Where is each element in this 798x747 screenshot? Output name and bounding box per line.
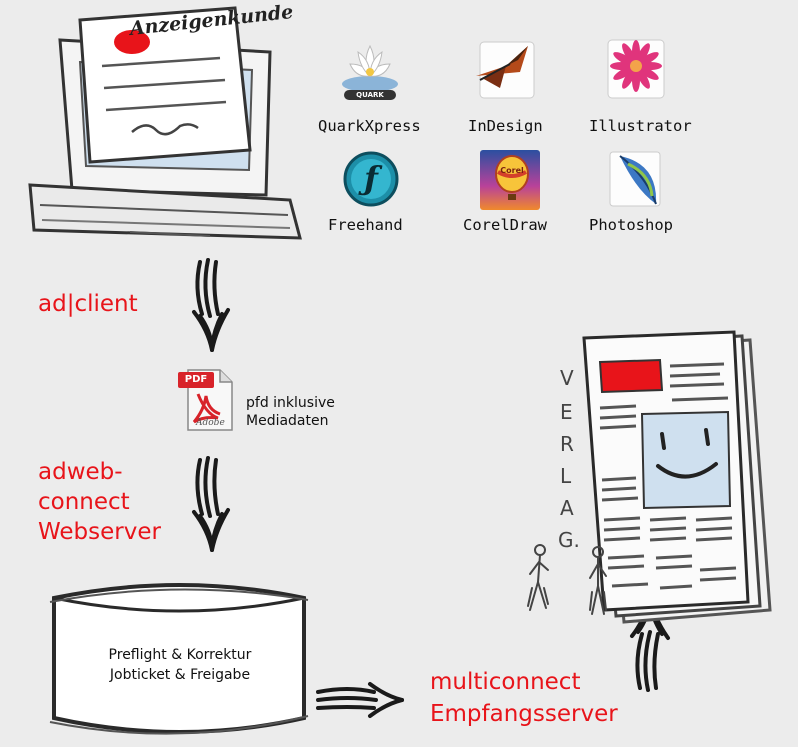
flow-arrow-down-1 [192,258,230,352]
adweb-label-line2: connect [38,489,130,515]
pdf-brand: Adobe [196,418,225,428]
app-label-illustrator: Illustrator [589,117,692,135]
pdf-caption-line2: Mediadaten [246,413,329,429]
publisher-letter-a: A [560,496,574,520]
indesign-butterfly-icon [476,41,535,99]
publisher-letter-e: E [560,400,573,424]
ad-client-label: ad|client [38,291,138,317]
publisher-letter-g: G. [558,528,580,552]
app-label-quarkxpress: QuarkXpress [318,117,421,135]
app-label-freehand: Freehand [328,216,403,234]
app-illustrator: Illustrator [589,36,692,136]
illustrator-flower-icon [607,39,665,99]
pdf-badge: PDF [184,374,208,385]
app-coreldraw: Corel CorelDraw [463,150,550,240]
publisher-letter-l: L [560,464,572,488]
corel-badge: Corel [500,166,524,175]
app-freehand: ƒ Freehand [328,150,410,240]
app-label-coreldraw: CorelDraw [463,216,547,234]
adweb-label-line1: adweb- [38,459,123,485]
freehand-icon [343,151,399,207]
multiconnect-label-line2: Empfangsserver [430,701,618,727]
publisher-letter-r: R [560,432,574,456]
app-quarkxpress: QUARK QuarkXpress [318,38,421,138]
photoshop-feather-icon [609,151,661,207]
app-indesign: InDesign [468,36,550,136]
pdf-file-icon [178,369,233,431]
flow-arrow-down-2 [192,456,230,552]
pdf-caption-line1: pfd inklusive [246,395,335,411]
walking-people-illustration [527,544,607,615]
client-computer-illustration [28,6,302,240]
newspaper-illustration [582,330,772,624]
server-cylinder [49,583,309,735]
freehand-glyph: ƒ [364,159,378,197]
multiconnect-label-line1: multiconnect [430,669,581,695]
app-label-photoshop: Photoshop [589,216,673,234]
publisher-letter-v: V [560,366,574,390]
quark-badge: QUARK [356,91,384,99]
adweb-label-line3: Webserver [38,519,161,545]
flow-arrow-right [316,682,404,718]
quark-flower-icon [342,44,398,100]
app-photoshop: Photoshop [589,146,680,240]
server-text-line2: Jobticket & Freigabe [109,667,251,683]
coreldraw-balloon-icon [480,150,540,210]
app-label-indesign: InDesign [468,117,543,135]
server-text-line1: Preflight & Korrektur [108,647,252,663]
